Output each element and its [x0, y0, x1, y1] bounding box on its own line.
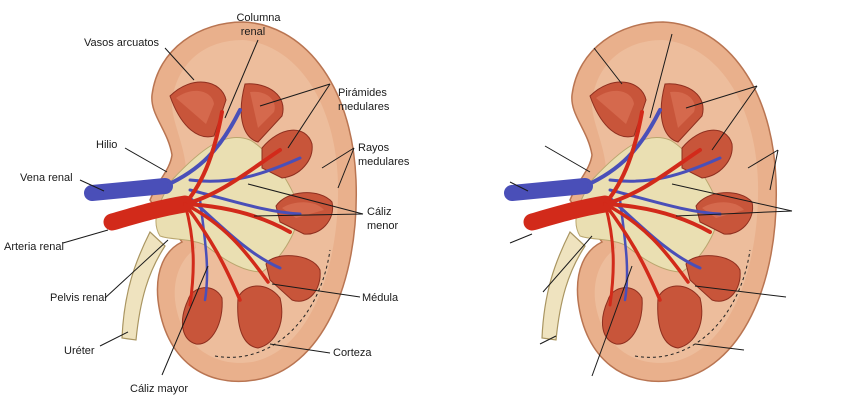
- label-arteria-renal: Arteria renal: [4, 241, 64, 253]
- label-vasos-arcuatos: Vasos arcuatos: [84, 37, 160, 49]
- leader-lines-right: [509, 33, 793, 377]
- label-vena-renal: Vena renal: [20, 172, 73, 184]
- label-medula: Médula: [362, 292, 399, 304]
- labels-left: Columna renal Vasos arcuatos Pirámides m…: [4, 12, 410, 395]
- kidney-illustration-right: [512, 22, 776, 381]
- label-piramides-medulares: Pirámides medulares: [338, 87, 390, 113]
- label-columna-renal: Columna renal: [236, 12, 283, 38]
- label-corteza: Corteza: [333, 347, 372, 359]
- label-rayos-medulares: Rayos medulares: [358, 142, 410, 168]
- label-caliz-menor: Cáliz menor: [367, 206, 399, 232]
- leader-lines-left: [62, 39, 364, 376]
- label-pelvis-renal: Pelvis renal: [50, 292, 107, 304]
- label-ureter: Uréter: [64, 345, 95, 357]
- kidney-right: [512, 22, 776, 381]
- label-hilio: Hilio: [96, 139, 117, 151]
- label-caliz-mayor: Cáliz mayor: [130, 383, 188, 395]
